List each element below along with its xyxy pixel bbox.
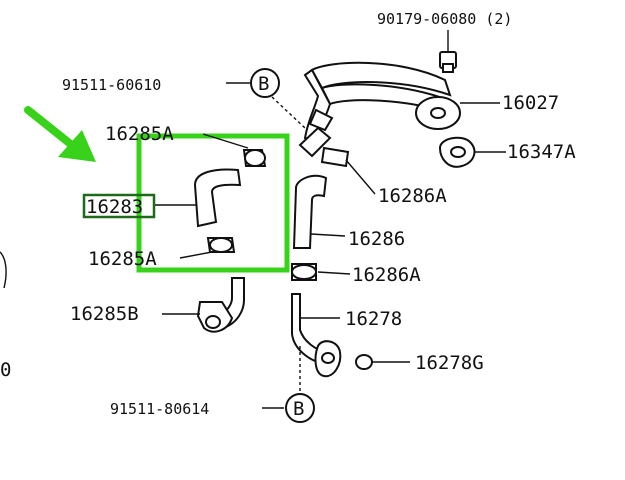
label-16285a-top: 16285A	[105, 123, 174, 145]
bolt-90179	[439, 30, 457, 73]
label-90179-06080: 90179-06080 (2)	[377, 10, 512, 28]
clamp-16286a-lower	[291, 263, 351, 281]
label-16285b: 16285B	[70, 303, 139, 325]
highlight-box	[136, 133, 290, 273]
pipe-16285b	[162, 277, 245, 333]
label-16285a-bottom: 16285A	[88, 248, 157, 270]
pipe-16278	[291, 293, 342, 378]
label-16286: 16286	[348, 228, 405, 250]
label-16286a-upper: 16286A	[378, 185, 447, 207]
label-91511-80614: 91511-80614	[110, 400, 209, 418]
label-16286a-lower: 16286A	[352, 264, 421, 286]
hose-16286	[292, 174, 346, 249]
label-16027: 16027	[502, 92, 559, 114]
callout-b-top-text: B	[258, 73, 269, 95]
hose-16283	[193, 149, 267, 253]
plug-16278g	[355, 354, 410, 370]
clamp-16286a-upper	[320, 146, 376, 195]
callout-b-bottom: B	[262, 346, 315, 423]
label-16278g: 16278G	[415, 352, 484, 374]
callout-b-bottom-text: B	[293, 398, 304, 420]
label-16278: 16278	[345, 308, 402, 330]
label-91511-60610: 91511-60610	[62, 76, 161, 94]
highlight-arrow	[24, 106, 96, 162]
gasket-16347a	[438, 136, 506, 168]
pipe-assembly-16027	[298, 61, 500, 158]
label-box-16283	[82, 193, 156, 219]
left-edge-part	[0, 251, 7, 289]
callout-b-top: B	[226, 68, 306, 129]
label-left-fragment: 0	[0, 359, 11, 381]
label-16283: 16283	[86, 196, 143, 218]
label-16347a: 16347A	[507, 141, 576, 163]
